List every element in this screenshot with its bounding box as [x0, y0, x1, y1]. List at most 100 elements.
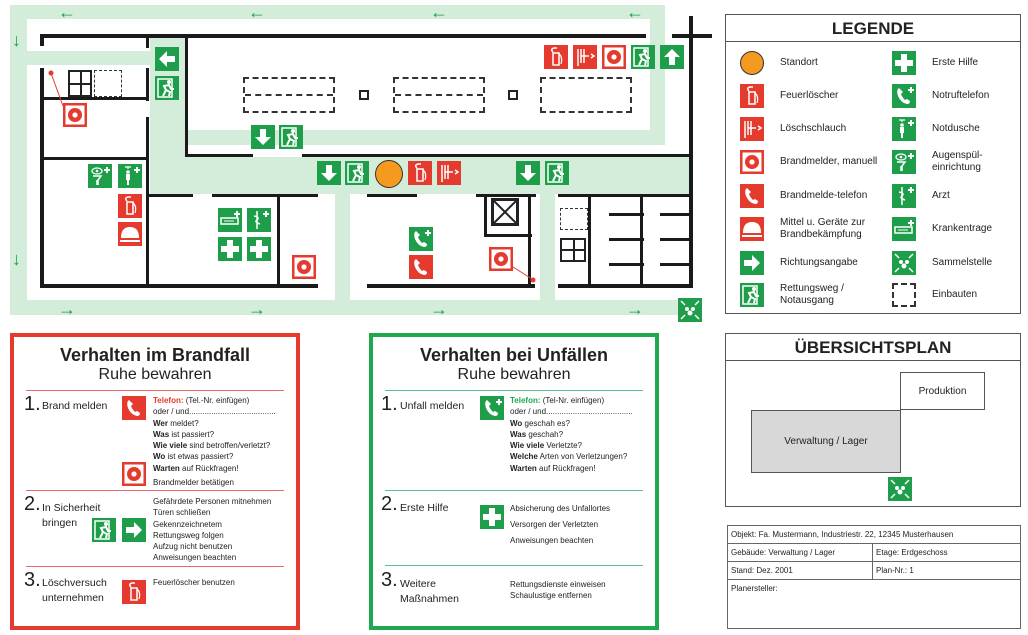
phone-text: (Tel.-Nr. einfügen)	[185, 396, 250, 405]
staircase-upper	[94, 70, 122, 97]
plan-info-table: Objekt: Fa. Mustermann, Industriestr. 22…	[727, 525, 1021, 629]
step-label: Brand melden	[42, 400, 108, 412]
fire-extinguisher-icon	[544, 45, 568, 69]
route-arrow-left-icon: ←	[248, 2, 266, 22]
wall	[367, 194, 417, 197]
wall	[146, 68, 149, 101]
doctor-icon	[247, 208, 271, 232]
pillar	[359, 90, 369, 100]
emergency-shower-icon	[118, 164, 142, 188]
divider	[26, 490, 284, 491]
phone-text: (Tel-Nr. einfügen)	[542, 396, 605, 405]
txt: Schaulustige entfernen	[510, 591, 592, 601]
emergency-exit-icon	[545, 161, 569, 185]
fixtures-icon	[892, 283, 916, 307]
kw: Warten	[153, 463, 180, 473]
wall	[558, 194, 690, 197]
legend-label: Löschschlauch	[780, 123, 847, 134]
info-plan-no: Plan-Nr.: 1	[872, 561, 1021, 580]
direction-arrow-down-icon	[317, 161, 341, 185]
step-label: In Sicherheit bringen	[42, 502, 101, 529]
wall	[302, 154, 690, 157]
wall	[148, 194, 193, 197]
emergency-phone-icon	[409, 227, 433, 251]
step-details: Absicherung des Unfallortes Versorgen de…	[510, 501, 610, 549]
step-details: Gefährdete Personen mitnehmen Türen schl…	[153, 496, 271, 564]
assembly-point-icon	[888, 477, 912, 501]
fire-hose-icon	[573, 45, 597, 69]
escape-route-band	[10, 5, 27, 315]
legend-label: Augenspül-einrichtung	[932, 150, 983, 173]
legend-item-fire-alarm: Brandmelder, manuell	[740, 150, 885, 174]
route-arrow-down-icon: ↓	[12, 30, 21, 50]
standort-marker	[375, 160, 403, 188]
step-label: Löschversuch unternehmen	[42, 577, 107, 604]
route-arrow-right-icon: →	[430, 299, 448, 319]
panel-title: Verhalten im Brandfall	[59, 345, 251, 365]
step-number: 1.	[24, 393, 41, 415]
eye-wash-icon	[892, 150, 916, 174]
legend-item-doctor: Arzt	[892, 184, 950, 208]
kw: Wer	[153, 418, 168, 428]
txt: Aufzug nicht benutzen	[153, 542, 233, 552]
alarm-text: Brandmelder betätigen	[153, 478, 234, 488]
route-arrow-left-icon: ←	[626, 2, 644, 22]
legend-label: Standort	[780, 57, 818, 68]
legend-label: Brandmelde-telefon	[780, 190, 868, 201]
wall	[42, 157, 148, 160]
fire-extinguisher-icon	[122, 580, 146, 604]
emergency-phone-icon	[892, 84, 916, 108]
wall	[672, 34, 712, 38]
legend-label: Krankentrage	[932, 223, 993, 234]
wall	[484, 234, 532, 237]
or-line: oder / und..............................…	[510, 407, 633, 417]
wall	[476, 194, 536, 197]
fire-instructions-panel: Verhalten im Brandfall Ruhe bewahren 1. …	[10, 333, 300, 630]
wall	[40, 34, 44, 46]
legend-label: Erste Hilfe	[932, 57, 979, 68]
direction-arrow-left-icon	[155, 47, 179, 71]
fixture	[243, 77, 335, 113]
step-details: Rettungsdienste einweisen Schaulustige e…	[510, 579, 606, 602]
txt: Versorgen der Verletzten	[510, 520, 599, 529]
emergency-phone-icon	[480, 396, 504, 420]
txt: geschah es?	[522, 418, 570, 428]
fire-phone-icon	[740, 184, 764, 208]
wall	[660, 263, 690, 266]
fire-alarm-icon	[63, 103, 87, 127]
fire-phone-icon	[122, 396, 146, 420]
wall	[689, 16, 693, 288]
step-details: Telefon: (Tel.-Nr. einfügen) oder / und.…	[153, 395, 276, 488]
wall	[484, 194, 487, 236]
txt: Rettungsweg folgen	[153, 530, 224, 540]
emergency-exit-icon	[631, 45, 655, 69]
legend-label: Notruftelefon	[932, 90, 990, 101]
wall	[185, 154, 253, 157]
legend-label: Notdusche	[932, 123, 980, 134]
wall	[42, 97, 148, 100]
step-details: Feuerlöscher benutzen	[153, 578, 235, 587]
wall	[609, 263, 644, 266]
legend-item-fixtures: Einbauten	[892, 283, 977, 307]
fire-hose-icon	[437, 161, 461, 185]
assembly-point-icon	[678, 298, 702, 322]
standort-icon	[740, 51, 764, 75]
emergency-exit-icon	[740, 283, 764, 307]
pillar	[508, 90, 518, 100]
building-administration: Verwaltung / Lager	[751, 410, 901, 473]
escape-route-band	[10, 5, 665, 19]
txt: Anweisungen beachten	[153, 553, 237, 563]
emergency-exit-icon	[92, 518, 116, 542]
legend-item-stretcher: Krankentrage	[892, 217, 992, 241]
wall	[588, 194, 591, 286]
overview-title: ÜBERSICHTSPLAN	[726, 334, 1020, 361]
legend-label: Richtungsangabe	[780, 257, 858, 268]
phone-label: Telefon:	[510, 396, 541, 405]
txt: meldet?	[167, 418, 199, 428]
phone-label: Telefon:	[153, 396, 184, 405]
step-number: 3.	[381, 569, 398, 591]
step-label: Erste Hilfe	[400, 502, 449, 514]
first-aid-icon	[480, 505, 504, 529]
legend-item-exit: Rettungsweg / Notausgang	[740, 283, 880, 307]
stretcher-icon	[892, 217, 916, 241]
